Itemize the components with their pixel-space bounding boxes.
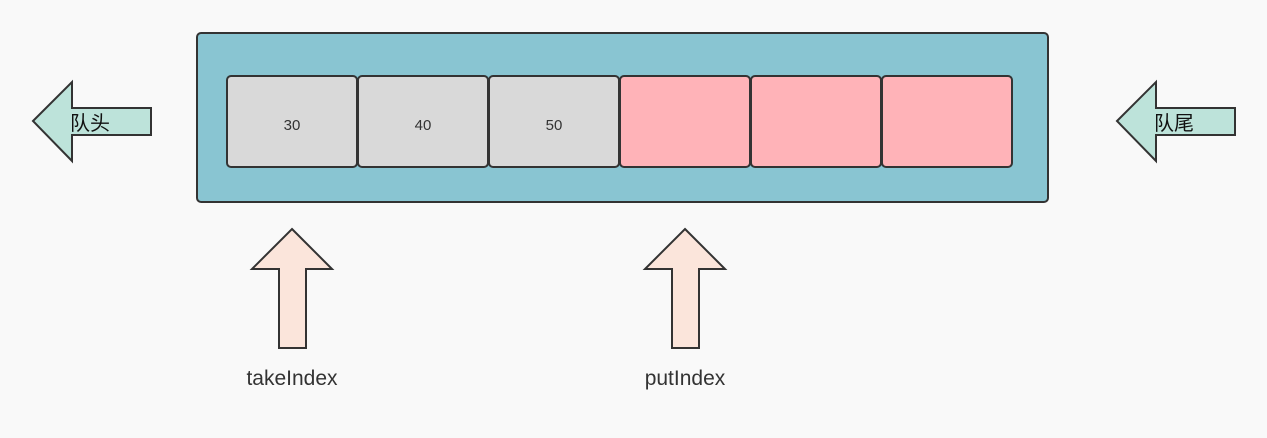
queue-cell: [619, 75, 751, 168]
queue-head-label: 队头: [70, 112, 110, 135]
queue-cell: 30: [226, 75, 358, 168]
queue-cells: 30 40 50: [226, 75, 1013, 168]
left-arrow-icon: [31, 79, 152, 164]
queue-head-arrow: 队头: [31, 79, 152, 164]
queue-cell: [750, 75, 882, 168]
queue-tail-arrow: 队尾: [1115, 79, 1236, 164]
queue-cell: [881, 75, 1013, 168]
up-arrow-icon: [249, 227, 335, 349]
cell-value: 30: [284, 117, 301, 134]
take-index-label: takeIndex: [246, 367, 338, 390]
left-arrow-icon: [1115, 79, 1236, 164]
cell-value: 40: [415, 117, 432, 134]
queue-tail-label: 队尾: [1154, 112, 1194, 135]
put-index-label: putIndex: [645, 367, 726, 390]
queue-cell: 40: [357, 75, 489, 168]
up-arrow-icon: [642, 227, 728, 349]
put-index-pointer: putIndex: [642, 227, 728, 390]
queue-cell: 50: [488, 75, 620, 168]
cell-value: 50: [546, 117, 563, 134]
take-index-pointer: takeIndex: [246, 227, 338, 390]
